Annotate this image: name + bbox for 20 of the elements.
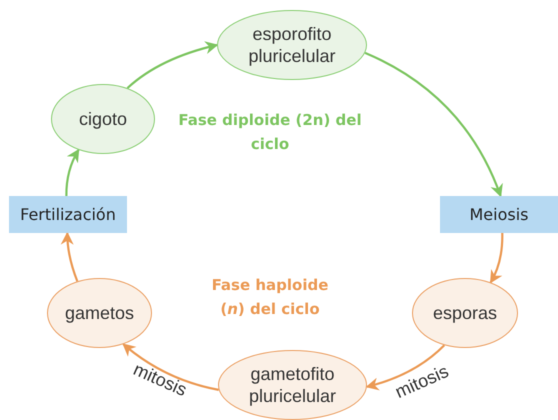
arrow: [60, 232, 78, 282]
edge-label: mitosis: [391, 360, 452, 404]
arrow: [122, 343, 219, 391]
edge-label: mitosis: [130, 358, 191, 402]
node-label: gametofito pluricelular: [248, 363, 338, 407]
node-label: Fertilización: [20, 204, 116, 226]
process-box: [9, 196, 127, 233]
node-label: cigoto: [78, 108, 128, 130]
node-label: esporofito pluricelular: [247, 23, 337, 67]
phase-label: Fase haploide (n) del ciclo: [210, 275, 330, 320]
arrow: [126, 41, 218, 89]
node-label: esporas: [432, 302, 498, 324]
arrow: [366, 344, 446, 390]
arrow: [65, 148, 80, 196]
phase-label: Fase diploide (2n) del ciclo: [177, 110, 363, 155]
arrow: [364, 52, 502, 198]
node-label: Meiosis: [470, 204, 528, 226]
arrow: [490, 233, 504, 284]
process-box: [440, 196, 558, 233]
node-label: gametos: [64, 302, 136, 324]
